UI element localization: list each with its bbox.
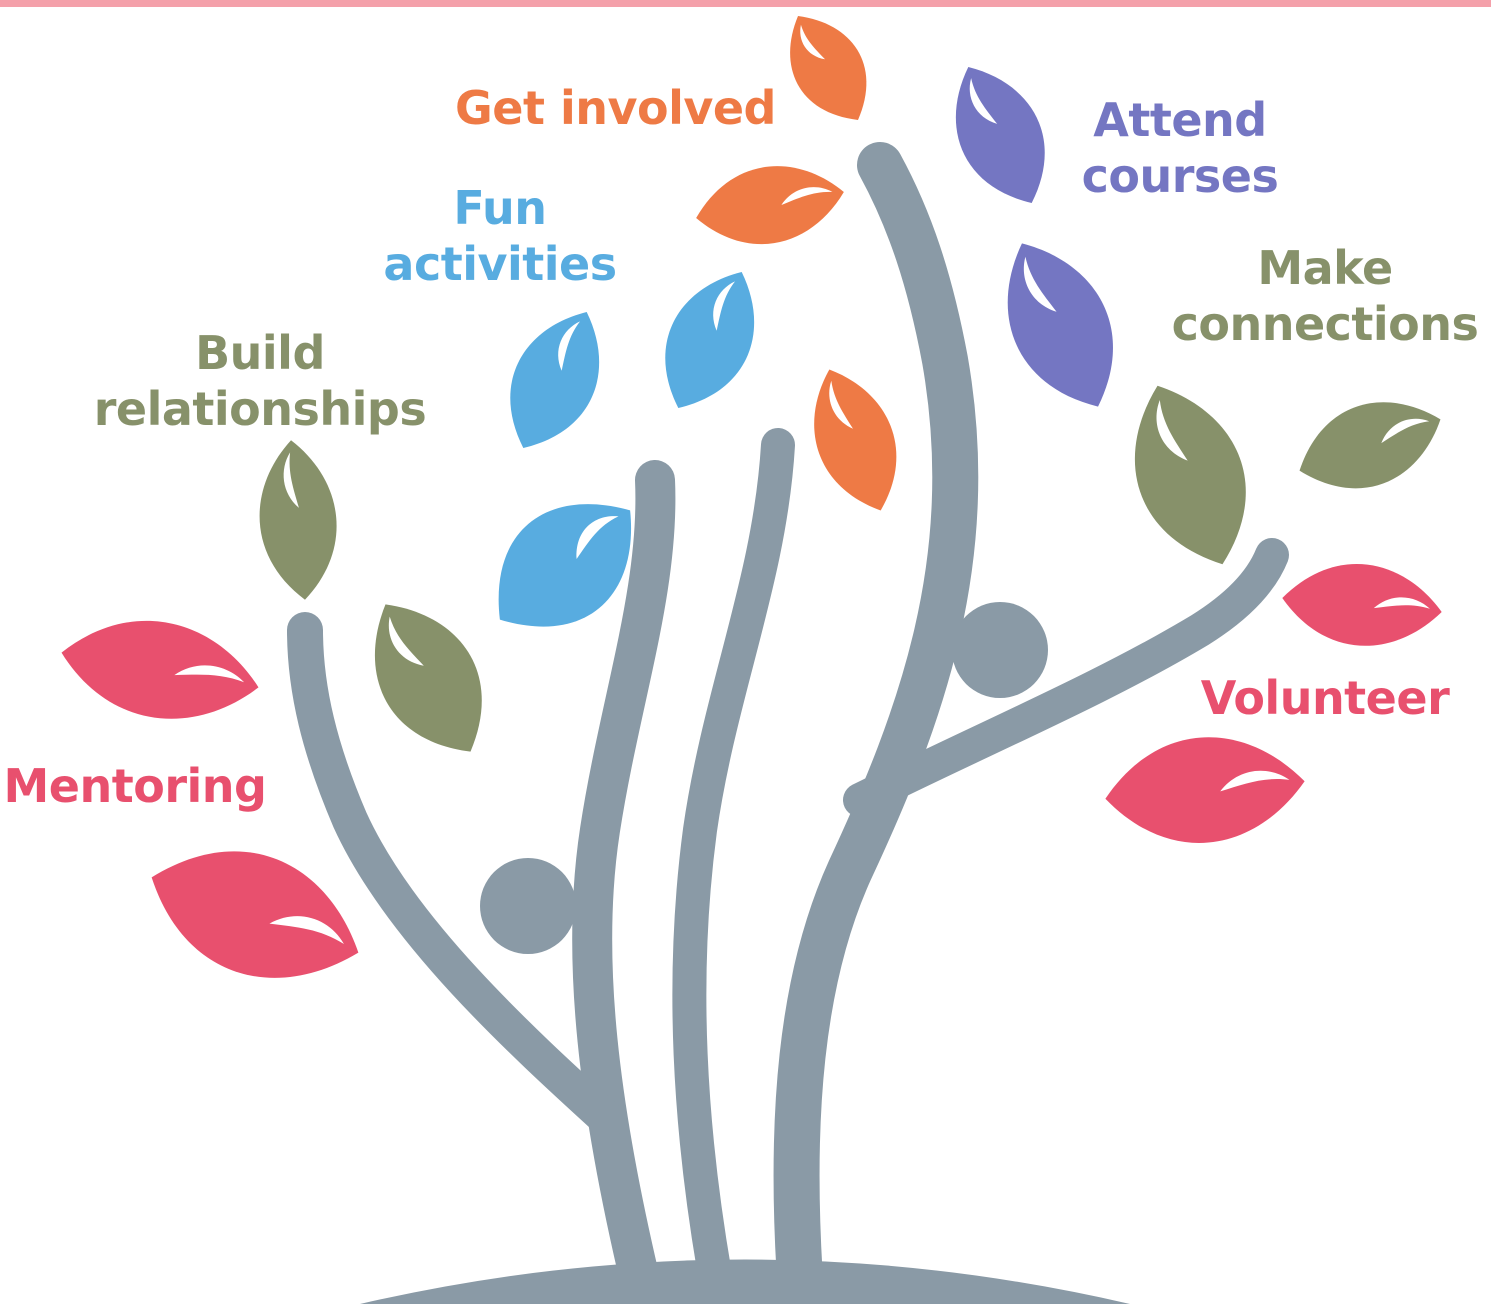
leaf-olive-top-left-vein [283, 452, 299, 508]
branch-left [287, 612, 626, 1138]
leaf-purple-top-vein [969, 78, 998, 124]
leaf-olive-mid-left-vein [388, 616, 424, 666]
leaf-pink-left-lower-vein [269, 916, 344, 945]
leaf-pink-left-lower-shape [151, 851, 359, 978]
leaf-orange-top-vein [800, 24, 826, 60]
label-build-relationships-line1: Build [195, 326, 325, 380]
label-make-connections: Make connections [1170, 240, 1480, 352]
leaf-pink-right-upper-shape [1282, 564, 1442, 646]
label-fun-activities: Fun activities [380, 180, 620, 292]
leaf-pink-left-upper-vein [174, 665, 245, 683]
leaf-pink-right-lower [1105, 737, 1305, 843]
leaf-pink-right-lower-vein [1220, 770, 1290, 792]
leaf-purple-lower-shape [1007, 243, 1113, 407]
ground-mound [360, 1259, 1130, 1304]
label-get-involved-line1: Get involved [455, 81, 776, 135]
label-attend-courses: Attend courses [1070, 92, 1290, 204]
leaf-pink-right-upper-vein [1373, 597, 1430, 609]
leaf-blue-upper-left [510, 312, 600, 448]
label-make-connections-line2: connections [1171, 297, 1479, 351]
leaf-pink-left-lower [151, 851, 359, 978]
person-head-right [952, 602, 1048, 698]
leaf-purple-lower [1007, 243, 1113, 407]
leaf-olive-right-1-shape [1134, 385, 1246, 565]
label-volunteer: Volunteer [1195, 670, 1455, 726]
leaf-pink-right-lower-shape [1105, 737, 1305, 843]
label-make-connections-line1: Make [1257, 241, 1393, 295]
leaf-pink-right-upper [1282, 564, 1442, 646]
label-attend-courses-line1: Attend [1093, 93, 1267, 147]
leaf-olive-right-1-vein [1156, 400, 1188, 461]
label-build-relationships: Build relationships [90, 325, 430, 437]
leaf-purple-top-shape [955, 67, 1045, 203]
trunk-strand-middle-left [672, 428, 795, 1292]
leaf-blue-upper-right [665, 272, 755, 408]
leaf-purple-top [955, 67, 1045, 203]
leaf-orange-middle-vein [829, 380, 854, 429]
leaf-blue-upper-left-shape [510, 312, 600, 448]
leaf-blue-upper-right-vein [713, 281, 736, 331]
leaf-orange-upper [696, 166, 844, 245]
label-attend-courses-line2: courses [1081, 149, 1279, 203]
label-get-involved: Get involved [455, 80, 776, 136]
leaf-orange-middle [814, 369, 897, 511]
leaves [61, 16, 1442, 978]
leaf-orange-top [790, 16, 867, 120]
top-accent-bar [0, 0, 1491, 7]
leaf-purple-lower-vein [1023, 256, 1057, 312]
leaf-olive-right-2 [1299, 402, 1441, 489]
leaf-olive-right-2-vein [1381, 418, 1430, 444]
leaf-orange-upper-shape [696, 166, 844, 245]
leaf-olive-top-left-shape [259, 440, 337, 600]
leaf-olive-top-left [259, 440, 337, 600]
leaf-orange-middle-shape [814, 369, 897, 511]
leaf-olive-mid-left-shape [374, 604, 482, 752]
leaf-pink-left-upper [61, 620, 259, 719]
leaf-blue-upper-right-shape [665, 272, 755, 408]
leaf-blue-large-vein [576, 516, 619, 560]
leaf-blue-large [498, 504, 632, 627]
leaf-orange-upper-vein [781, 187, 833, 206]
label-fun-activities-line2: activities [383, 237, 617, 291]
label-fun-activities-line1: Fun [453, 181, 547, 235]
label-build-relationships-line2: relationships [93, 382, 427, 436]
leaf-olive-mid-left [374, 604, 482, 752]
leaf-orange-top-shape [790, 16, 867, 120]
label-mentoring: Mentoring [0, 758, 270, 814]
person-head-left [480, 858, 576, 954]
label-mentoring-line1: Mentoring [3, 759, 267, 813]
leaf-olive-right-2-shape [1299, 402, 1441, 489]
leaf-pink-left-upper-shape [61, 620, 259, 719]
branch-right [843, 538, 1289, 817]
leaf-blue-upper-left-vein [558, 321, 581, 371]
label-volunteer-line1: Volunteer [1200, 671, 1450, 725]
leaf-olive-right-1 [1134, 385, 1246, 565]
trunk-strand-middle [773, 142, 979, 1303]
leaf-blue-large-shape [498, 504, 632, 627]
